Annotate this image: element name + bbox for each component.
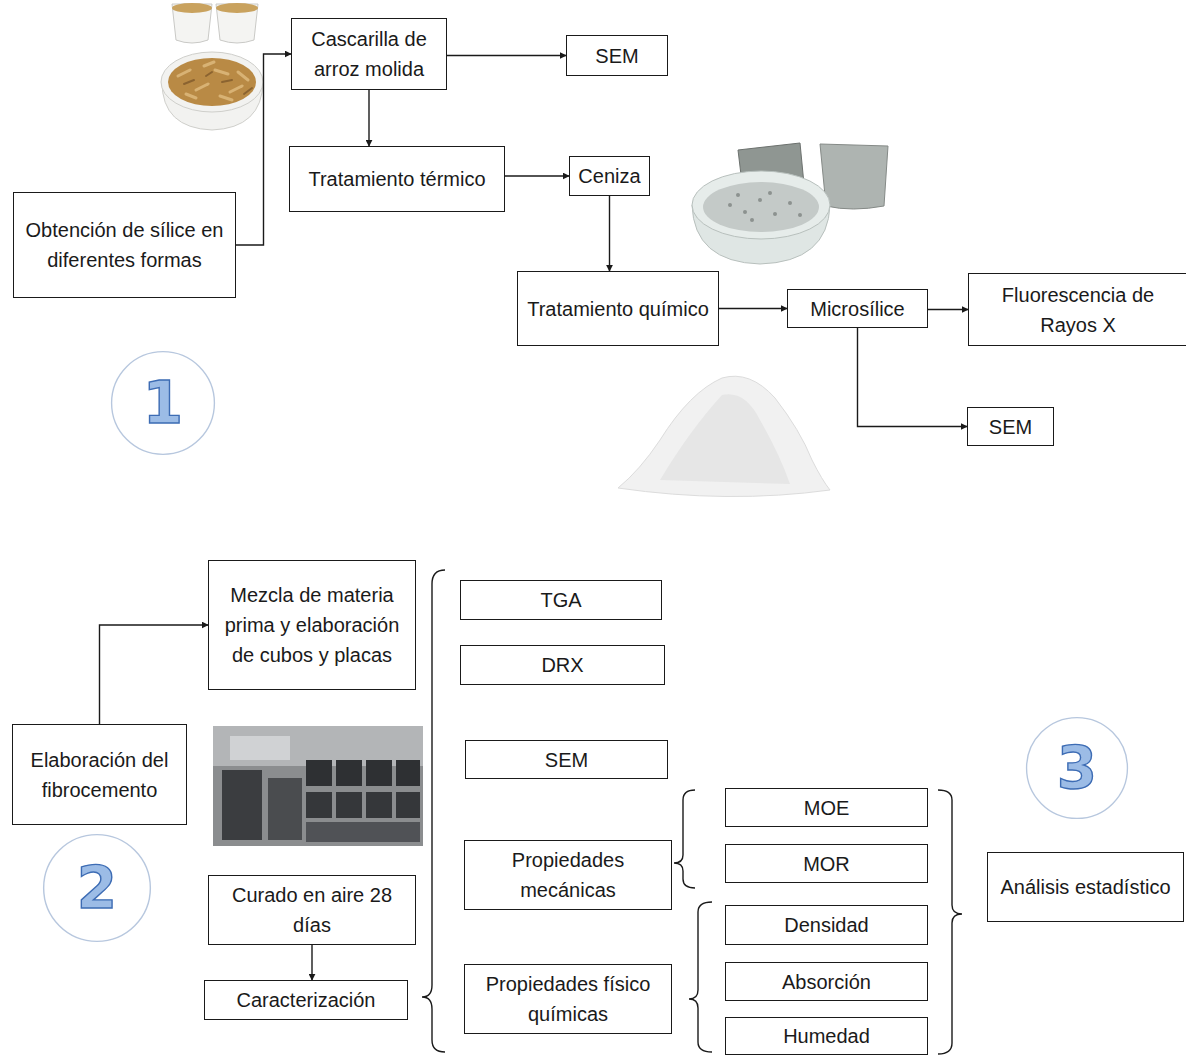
- box-label: SEM: [989, 412, 1032, 442]
- process-box: Tratamiento químico: [517, 271, 719, 346]
- process-box: Propiedades mecánicas: [464, 840, 672, 910]
- braces: [422, 570, 962, 1054]
- husk-crucibles: [161, 3, 263, 130]
- box-label: Caracterización: [237, 985, 376, 1015]
- process-box: SEM: [465, 740, 668, 779]
- box-label: DRX: [541, 650, 583, 680]
- process-box: Propiedades físico químicas: [464, 964, 672, 1034]
- box-label: Obtención de sílice en diferentes formas: [20, 215, 229, 275]
- callout-number: 3: [1057, 739, 1097, 797]
- box-label: Elaboración del fibrocemento: [19, 745, 180, 805]
- box-label: SEM: [545, 745, 588, 775]
- step-circle: 2: [42, 833, 152, 943]
- process-box: Cascarilla de arroz molida: [291, 18, 447, 90]
- box-label: Ceniza: [578, 161, 640, 191]
- box-label: Cascarilla de arroz molida: [298, 24, 440, 84]
- silica-powder: [618, 376, 830, 496]
- flow-arrow: [311, 945, 312, 980]
- box-label: Humedad: [783, 1021, 870, 1051]
- process-box: Análisis estadístico: [987, 852, 1184, 922]
- box-label: Absorción: [782, 967, 871, 997]
- process-box: Curado en aire 28 días: [208, 875, 416, 945]
- brace: [938, 790, 962, 1054]
- process-box: Fluorescencia de Rayos X: [968, 273, 1186, 346]
- step-circle: 1: [110, 350, 216, 456]
- flow-arrow: [447, 55, 566, 56]
- box-label: SEM: [595, 41, 638, 71]
- box-label: Microsílice: [810, 294, 904, 324]
- box-label: Mezcla de materia prima y elaboración de…: [215, 580, 409, 670]
- brace: [689, 902, 712, 1052]
- process-box: MOE: [725, 788, 928, 827]
- flow-arrow: [928, 309, 968, 310]
- box-label: TGA: [540, 585, 581, 615]
- process-box: Densidad: [725, 905, 928, 945]
- process-box: MOR: [725, 844, 928, 883]
- flow-arrow: [719, 308, 787, 309]
- process-box: Ceniza: [569, 156, 650, 196]
- box-label: Análisis estadístico: [1000, 872, 1170, 902]
- box-label: Fluorescencia de Rayos X: [975, 280, 1181, 340]
- flow-arrow: [609, 196, 610, 271]
- box-label: Tratamiento térmico: [308, 164, 485, 194]
- process-box: Microsílice: [787, 289, 928, 328]
- process-box: TGA: [460, 580, 662, 620]
- flow-arrow: [858, 328, 968, 427]
- callout-number: 1: [143, 374, 183, 432]
- flow-arrow: [368, 90, 369, 146]
- process-box: Obtención de sílice en diferentes formas: [13, 192, 236, 298]
- flow-arrow: [236, 54, 291, 245]
- process-box: Tratamiento térmico: [289, 146, 505, 212]
- step-circle: 3: [1025, 716, 1129, 820]
- brace: [674, 790, 695, 888]
- process-box: Caracterización: [204, 980, 408, 1020]
- box-label: MOE: [804, 793, 850, 823]
- process-box: SEM: [566, 35, 668, 76]
- flow-arrow: [100, 625, 209, 724]
- molds-photo: [213, 726, 423, 846]
- box-label: Propiedades mecánicas: [471, 845, 665, 905]
- process-box: DRX: [460, 645, 665, 685]
- box-label: Curado en aire 28 días: [215, 880, 409, 940]
- box-label: Densidad: [784, 910, 869, 940]
- process-box: Humedad: [725, 1017, 928, 1055]
- process-box: SEM: [967, 407, 1054, 446]
- callout-number: 2: [77, 859, 117, 917]
- box-label: Tratamiento químico: [527, 294, 709, 324]
- process-box: Mezcla de materia prima y elaboración de…: [208, 560, 416, 690]
- process-box: Elaboración del fibrocemento: [12, 724, 187, 825]
- process-box: Absorción: [725, 962, 928, 1001]
- flow-arrow: [505, 175, 569, 176]
- box-label: Propiedades físico químicas: [471, 969, 665, 1029]
- box-label: MOR: [803, 849, 850, 879]
- ash-bowl: [692, 143, 888, 264]
- brace: [422, 570, 445, 1052]
